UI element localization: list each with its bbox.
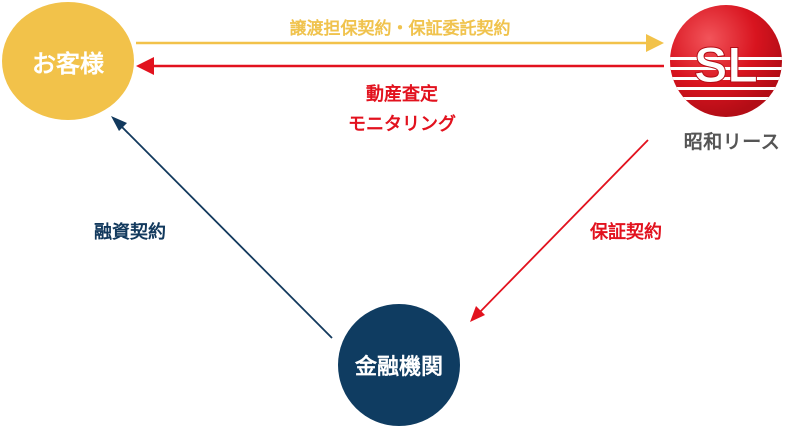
bank-label: 金融機関 (354, 355, 443, 380)
showa-lease-name: 昭和リース (683, 131, 781, 153)
guarantee-contract-label: 保証契約 (590, 222, 662, 243)
appraisal-text: 動産査定 (366, 84, 438, 105)
bank-node: 金融機関 (338, 304, 460, 426)
arrow-financing (111, 116, 333, 339)
financing-contract-label: 融資契約 (94, 222, 166, 243)
svg-text:SL: SL (694, 37, 758, 93)
arrow-monitoring (136, 57, 664, 75)
customer-label: お客様 (32, 49, 104, 78)
arrow-transfer (136, 34, 664, 52)
transfer-contract-label: 譲渡担保契約・保証委託契約 (289, 19, 511, 39)
arrow-guarantee (470, 139, 649, 322)
customer-node: お客様 (2, 2, 134, 120)
monitoring-text: モニタリング (348, 114, 456, 135)
monitoring-label: 動産査定 モニタリング (302, 80, 502, 140)
showa-lease-logo-icon: SL (670, 5, 782, 117)
